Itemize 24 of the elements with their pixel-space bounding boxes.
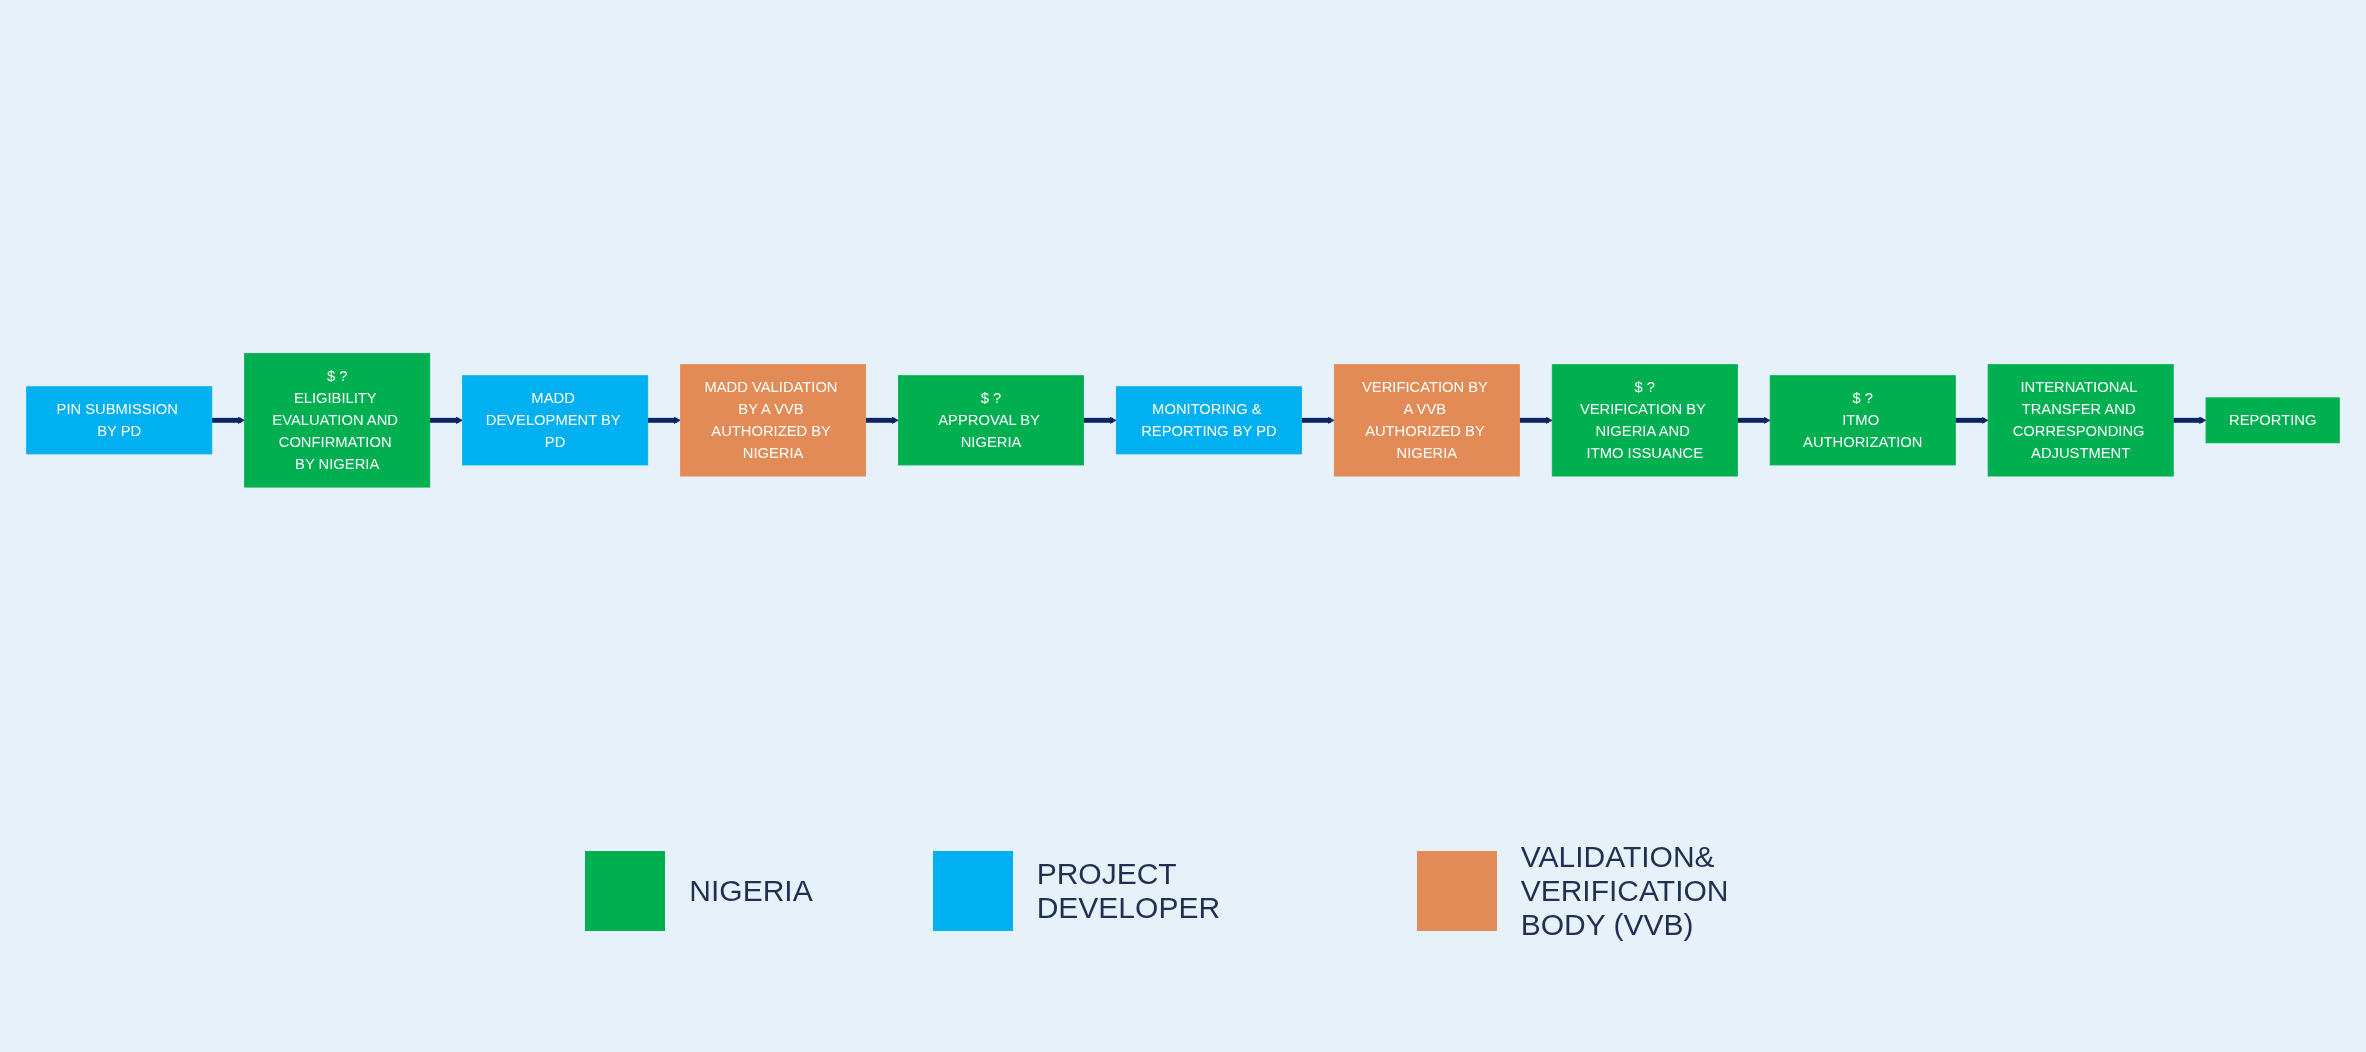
arrow [429, 416, 463, 424]
arrow [1955, 416, 1989, 424]
node-box: MADD DEVELOPMENT BY PD [462, 374, 649, 466]
node-box: PIN SUBMISSION BY PD [26, 386, 213, 454]
node-box: MONITORING & REPORTING BY PD [1115, 386, 1302, 454]
arrow [647, 416, 681, 424]
legend-label: NIGERIA [689, 874, 813, 908]
node-box: INTERNATIONAL TRANSFER AND CORRESPONDING ADJUSTMENT [1987, 363, 2174, 477]
legend-label: PROJECT DEVELOPER [1036, 857, 1222, 925]
node-box: VERIFICATION BY A VVB AUTHORIZED BY NIGERIA [1333, 363, 1520, 477]
arrow [2173, 416, 2207, 424]
arrow [1519, 416, 1553, 424]
node-box: $ ? ELIGIBILITY EVALUATION AND CONFIRMATION BY NIGERIA [244, 352, 431, 488]
node-box: REPORTING [2205, 397, 2340, 443]
arrow [1301, 416, 1335, 424]
node-box: $ ? APPROVAL BY NIGERIA [898, 374, 1084, 466]
arrow [211, 416, 245, 424]
node-box: $ ? VERIFICATION BY NIGERIA AND ITMO ISSUANCE [1551, 363, 1738, 477]
arrow [1083, 416, 1117, 424]
node-box: MADD VALIDATION BY A VVB AUTHORIZED BY NIGERIA [680, 363, 867, 477]
arrow [1737, 416, 1771, 424]
node-box: $ ? ITMO AUTHORIZATION [1769, 374, 1956, 466]
legend-label: VALIDATION& VERIFICATION BODY (VVB) [1520, 840, 1730, 942]
arrow [865, 416, 899, 424]
